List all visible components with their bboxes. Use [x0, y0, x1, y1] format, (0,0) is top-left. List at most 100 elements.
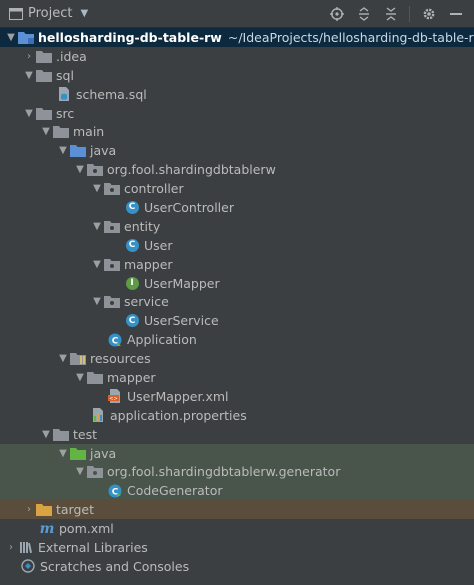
tree-node-test-package[interactable]: ▼ org.fool.shardingdbtablerw.generator: [0, 462, 474, 482]
project-view-title: Project: [28, 6, 73, 21]
chevron-down-icon[interactable]: ▼: [59, 353, 67, 365]
maven-icon: m: [39, 520, 55, 537]
chevron-right-icon[interactable]: ›: [27, 504, 31, 516]
tree-node-scratches[interactable]: Scratches and Consoles: [0, 557, 474, 576]
package-label: service: [124, 294, 169, 310]
tree-node-package[interactable]: ▼ org.fool.shardingdbtablerw: [0, 160, 474, 179]
chevron-down-icon[interactable]: ▼: [25, 69, 33, 81]
chevron-down-icon[interactable]: ▼: [7, 31, 15, 43]
package-icon: [87, 163, 103, 177]
scratches-icon: [20, 559, 36, 574]
tree-node-controller[interactable]: ▼ controller: [0, 179, 474, 198]
tree-node-mapper[interactable]: ▼ mapper: [0, 255, 474, 274]
tree-node-target[interactable]: › target: [0, 500, 474, 520]
sql-file-icon: [56, 87, 72, 102]
folder-label: target: [56, 502, 95, 518]
resources-folder-icon: [70, 352, 86, 366]
chevron-down-icon[interactable]: ▼: [93, 296, 101, 308]
module-folder-icon: [18, 30, 34, 44]
tree-node-user-controller[interactable]: C UserController: [0, 198, 474, 217]
chevron-down-icon[interactable]: ▼: [76, 371, 84, 383]
tree-node-user-mapper-xml[interactable]: <> UserMapper.xml: [0, 387, 474, 406]
chevron-down-icon[interactable]: ▼: [93, 183, 101, 195]
tree-node-test[interactable]: ▼ test: [0, 425, 474, 444]
class-label: UserService: [144, 313, 219, 329]
tree-node-root[interactable]: ▼ hellosharding-db-table-rw ~/IdeaProjec…: [0, 28, 474, 47]
class-label: UserMapper: [144, 275, 220, 291]
locate-file-icon[interactable]: [325, 3, 349, 25]
chevron-down-icon[interactable]: ▼: [93, 258, 101, 270]
runnable-class-icon: C: [107, 484, 123, 498]
tree-node-user[interactable]: C User: [0, 236, 474, 255]
tree-node-src[interactable]: ▼ src: [0, 104, 474, 123]
chevron-right-icon[interactable]: ›: [9, 541, 13, 553]
chevron-right-icon[interactable]: ›: [27, 50, 31, 62]
file-label: UserMapper.xml: [127, 388, 229, 404]
tree-node-schema-sql[interactable]: schema.sql: [0, 85, 474, 104]
chevron-down-icon[interactable]: ▼: [76, 164, 84, 176]
folder-icon: [53, 427, 69, 441]
test-source-folder-icon: [70, 446, 86, 460]
tree-node-idea[interactable]: › .idea: [0, 47, 474, 66]
java-class-icon: C: [124, 314, 140, 328]
folder-label: .idea: [56, 48, 87, 64]
folder-label: java: [90, 445, 117, 461]
tree-node-main[interactable]: ▼ main: [0, 122, 474, 141]
collapse-all-icon[interactable]: [379, 3, 403, 25]
package-icon: [87, 465, 103, 479]
tree-node-res-mapper[interactable]: ▼ mapper: [0, 368, 474, 387]
java-class-icon: C: [124, 238, 140, 252]
package-icon: [104, 295, 120, 309]
folder-label: resources: [90, 351, 151, 367]
tree-node-sql[interactable]: ▼ sql: [0, 66, 474, 85]
root-project-path: ~/IdeaProjects/hellosharding-db-table-rw: [227, 29, 474, 45]
chevron-down-icon[interactable]: ▼: [76, 466, 84, 478]
tree-node-user-service[interactable]: C UserService: [0, 311, 474, 330]
package-label: org.fool.shardingdbtablerw: [107, 162, 276, 178]
chevron-down-icon[interactable]: ▼: [93, 220, 101, 232]
scratches-label: Scratches and Consoles: [40, 558, 190, 574]
project-window-icon: [8, 7, 24, 21]
chevron-down-icon[interactable]: ▼: [59, 447, 67, 459]
chevron-down-icon[interactable]: ▼: [42, 126, 50, 138]
class-label: User: [144, 237, 173, 253]
excluded-folder-icon: [36, 503, 52, 517]
folder-label: main: [73, 124, 105, 140]
svg-text:<>: <>: [109, 396, 117, 402]
folder-label: test: [73, 426, 98, 442]
file-label: schema.sql: [76, 86, 147, 102]
svg-text:C: C: [112, 487, 119, 497]
chevron-down-icon[interactable]: ▼: [80, 8, 89, 19]
folder-label: sql: [56, 67, 74, 83]
tree-node-pom[interactable]: m pom.xml: [0, 519, 474, 538]
tree-node-service[interactable]: ▼ service: [0, 292, 474, 311]
tree-node-app-props[interactable]: application.properties: [0, 406, 474, 425]
project-tree: ▼ hellosharding-db-table-rw ~/IdeaProjec…: [0, 28, 474, 576]
expand-all-icon[interactable]: [352, 3, 376, 25]
tree-node-application[interactable]: C Application: [0, 330, 474, 349]
tree-node-code-generator[interactable]: C CodeGenerator: [0, 481, 474, 501]
tree-node-external-libraries[interactable]: › External Libraries: [0, 538, 474, 557]
project-view-selector[interactable]: Project ▼: [8, 6, 88, 21]
library-icon: [18, 540, 34, 554]
package-icon: [104, 257, 120, 271]
gear-icon[interactable]: [417, 3, 441, 25]
folder-icon: [53, 125, 69, 139]
package-icon: [104, 182, 120, 196]
external-libraries-label: External Libraries: [38, 539, 148, 555]
tree-node-user-mapper[interactable]: I UserMapper: [0, 274, 474, 293]
chevron-down-icon[interactable]: ▼: [25, 107, 33, 119]
class-label: CodeGenerator: [127, 483, 223, 499]
package-label: org.fool.shardingdbtablerw.generator: [107, 464, 341, 480]
tree-node-java[interactable]: ▼ java: [0, 141, 474, 160]
file-label: application.properties: [110, 407, 247, 423]
class-label: UserController: [144, 199, 234, 215]
hide-icon[interactable]: [444, 3, 468, 25]
folder-label: src: [56, 105, 75, 121]
tree-node-resources[interactable]: ▼ resources: [0, 349, 474, 368]
chevron-down-icon[interactable]: ▼: [42, 428, 50, 440]
tree-node-entity[interactable]: ▼ entity: [0, 217, 474, 236]
java-interface-icon: I: [124, 276, 140, 290]
chevron-down-icon[interactable]: ▼: [59, 145, 67, 157]
tree-node-test-java[interactable]: ▼ java: [0, 443, 474, 463]
